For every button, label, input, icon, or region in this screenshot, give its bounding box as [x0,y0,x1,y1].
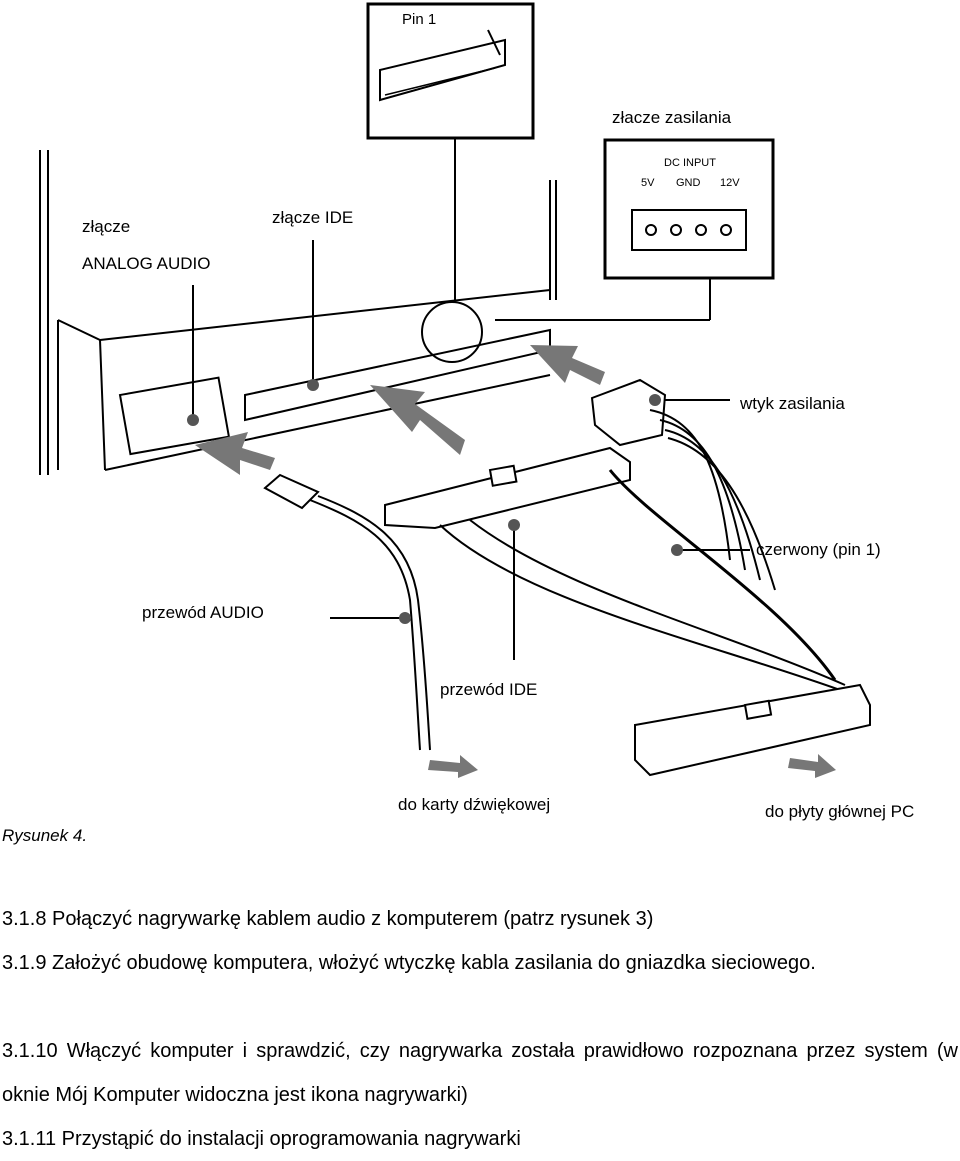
5v-label: 5V [641,177,655,189]
dc-input-inset [495,138,775,321]
audio-cable-label: przewód AUDIO [142,603,264,622]
step-3-1-10: 3.1.10 Włączyć komputer i sprawdzić, czy… [2,1040,958,1106]
leader-lines [192,240,750,660]
ide-cable-label: przewód IDE [440,680,538,699]
leader-dots [187,379,683,624]
insert-arrows [195,345,605,475]
red-pin1-label: czerwony (pin 1) [756,540,881,559]
figure-caption: Rysunek 4. [2,826,88,845]
gnd-label: GND [676,177,701,189]
ide-connector-label: złącze IDE [272,208,354,227]
to-sound-card-label: do karty dźwiękowej [398,795,551,814]
pin1-highlight-circle [421,301,483,363]
dc-input-label: DC INPUT [664,157,716,169]
audio-connector-label-line2: ANALOG AUDIO [82,254,211,273]
audio-connector-label-line1: złącze [82,217,131,236]
ide-cable-connector [384,446,871,777]
pin1-label: Pin 1 [402,11,436,28]
outbound-arrows [428,754,836,778]
power-plug [590,378,776,591]
step-3-1-11: 3.1.11 Przystąpić do instalacji oprogram… [2,1128,521,1150]
drive-rear-panel [39,150,557,475]
step-3-1-9: 3.1.9 Założyć obudowę komputera, włożyć … [2,952,816,974]
step-3-1-8: 3.1.8 Połączyć nagrywarkę kablem audio z… [2,908,654,930]
power-connector-label: złacze zasilania [612,108,732,127]
audio-cable [263,473,431,751]
to-motherboard-label: do płyty głównej PC [765,802,915,821]
power-plug-label: wtyk zasilania [740,394,845,413]
drive-connection-diagram: Pin 1 DC INPUT 5V GND 12V [39,2,871,778]
pin1-inset [366,2,535,300]
12v-label: 12V [720,177,740,189]
